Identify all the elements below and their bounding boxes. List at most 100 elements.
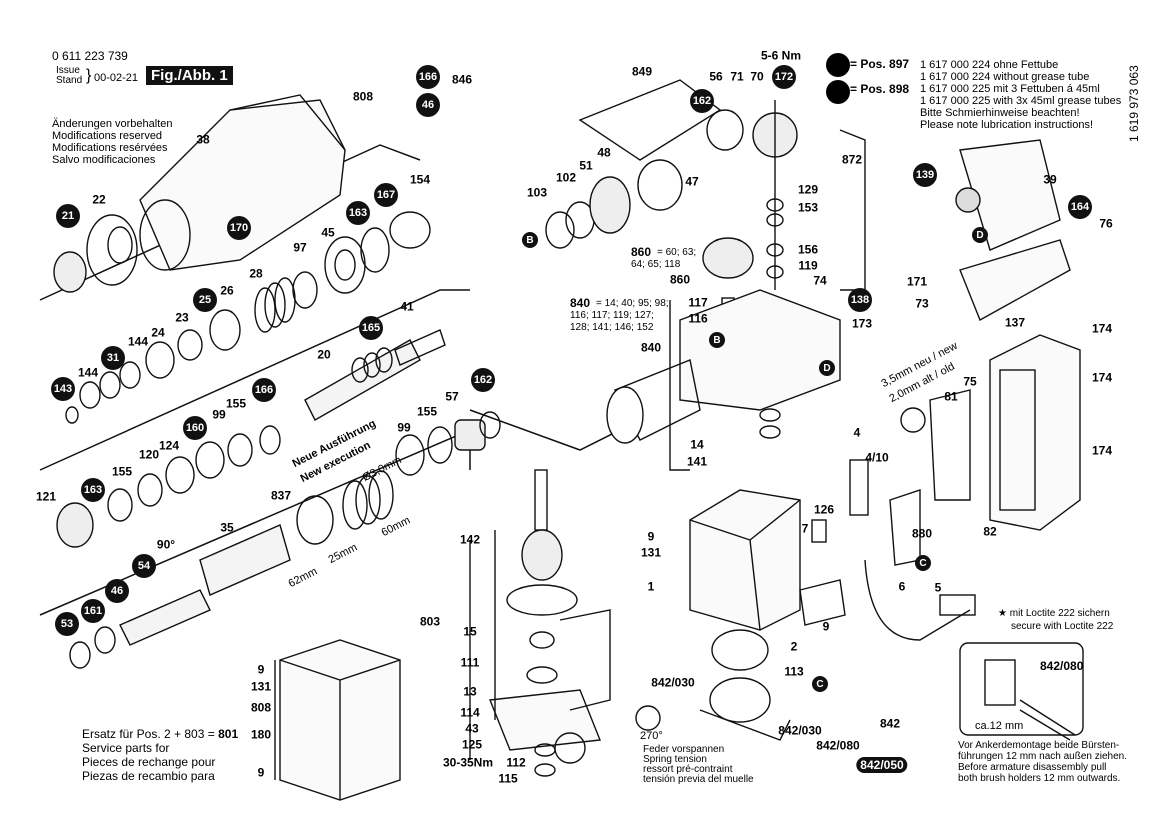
part-label: 163 xyxy=(346,201,370,225)
part-label: 53 xyxy=(55,612,79,636)
loctite-note: secure with Loctite 222 xyxy=(1011,621,1114,632)
spring-angle: 270° xyxy=(640,730,663,742)
cap-21 xyxy=(53,251,87,293)
group-840-list: 116; 117; 119; 127; xyxy=(570,310,654,321)
part-label: 124 xyxy=(158,438,180,453)
part-label: 90° xyxy=(156,537,176,552)
lubrication-line: 1 617 000 224 ohne Fettube xyxy=(920,59,1059,71)
part-label: 115 xyxy=(498,771,518,786)
part-label: 43 xyxy=(465,721,479,736)
part-label: 76 xyxy=(1099,216,1113,231)
part-label: 31 xyxy=(101,346,125,370)
part-label: 99 xyxy=(397,420,411,435)
part-label: 171 xyxy=(906,274,928,289)
brace: } xyxy=(86,67,92,84)
part-label: 144 xyxy=(127,334,149,349)
part-label: 131 xyxy=(640,545,662,560)
part-label: 163 xyxy=(81,478,105,502)
part-label: 808 xyxy=(352,89,374,104)
loctite-note: ★ mit Loctite 222 sichern xyxy=(998,608,1110,619)
part-label: 102 xyxy=(555,170,577,185)
part-label: 113 xyxy=(784,664,804,679)
brush-holder-inset xyxy=(959,642,1084,741)
service-line: Service parts for xyxy=(82,741,170,755)
part-label: 4 xyxy=(853,425,861,440)
part-label: 24 xyxy=(151,325,165,340)
part-label: 872 xyxy=(841,152,863,167)
part-label: 849 xyxy=(631,64,653,79)
spring-note-line: Spring tension xyxy=(643,754,707,765)
part-label: 154 xyxy=(409,172,431,187)
part-label: 880 xyxy=(911,526,933,541)
reference-letter: C xyxy=(915,555,931,571)
part-label: 81 xyxy=(944,389,958,404)
part-label: 41 xyxy=(400,299,414,314)
lubrication-line: 1 617 000 225 with 3x 45ml grease tubes xyxy=(920,95,1122,107)
part-label: 9 xyxy=(822,619,830,634)
spring-note-line: ressort pré-contraint xyxy=(643,764,733,775)
part-label: 39 xyxy=(1043,172,1057,187)
part-label: 73 xyxy=(915,296,929,311)
part-label: 842/080 xyxy=(816,738,860,753)
part-label: 5 xyxy=(934,580,942,595)
part-label: 20 xyxy=(317,347,331,362)
part-label: 9 xyxy=(647,529,655,544)
group-860-list: = 60; 63; xyxy=(657,247,697,258)
part-label: 51 xyxy=(579,158,593,173)
part-label: 155 xyxy=(111,464,133,479)
brush-note-line: Before armature disassembly pull xyxy=(958,762,1107,773)
part-label: 15 xyxy=(463,624,477,639)
part-label: 30-35Nm xyxy=(442,755,494,770)
part-label: 5-6 Nm xyxy=(760,48,802,63)
reference-letter: D xyxy=(819,360,835,376)
lubrication-line: Please note lubrication instructions! xyxy=(920,119,1094,131)
part-label: 71 xyxy=(730,69,744,84)
part-label: 156 xyxy=(797,242,819,257)
part-label: 56 xyxy=(709,69,723,84)
part-label: 144 xyxy=(77,365,99,380)
group-840-list: 128; 141; 146; 152 xyxy=(570,322,654,333)
modifications-es: Salvo modificaciones xyxy=(52,154,156,166)
part-label: 162 xyxy=(690,89,714,113)
group-860-list: 64; 65; 118 xyxy=(631,259,681,270)
part-label: 139 xyxy=(913,163,937,187)
part-label: 75 xyxy=(963,374,977,389)
pos-897: = Pos. 897 xyxy=(850,57,910,71)
part-label: 46 xyxy=(105,579,129,603)
document-number: 1 619 973 063 xyxy=(1127,65,1141,142)
brush-note-line: Vor Ankerdemontage beide Bürsten- xyxy=(958,740,1120,751)
lubrication-line: 1 617 000 224 without grease tube xyxy=(920,71,1090,83)
pos-898: = Pos. 898 xyxy=(850,82,910,96)
part-label: 166 xyxy=(252,378,276,402)
gear-housing-38 xyxy=(139,94,346,271)
service-line: Pieces de rechange pour xyxy=(82,755,216,769)
part-label: 119 xyxy=(798,258,818,273)
part-label: 28 xyxy=(249,266,263,281)
part-label: 173 xyxy=(851,316,873,331)
part-label: 97 xyxy=(293,240,307,255)
part-label: 166 xyxy=(416,65,440,89)
part-label: 161 xyxy=(81,599,105,623)
part-label: 4/10 xyxy=(865,450,889,465)
part-label: 13 xyxy=(463,684,477,699)
part-label: 99 xyxy=(212,407,226,422)
part-label: 120 xyxy=(138,447,160,462)
part-label: 155 xyxy=(225,396,247,411)
part-label: 167 xyxy=(374,183,398,207)
part-label: 138 xyxy=(848,288,872,312)
group-840-list: = 14; 40; 95; 98; xyxy=(596,298,669,309)
part-label: 57 xyxy=(445,389,459,404)
stand-label: Stand xyxy=(56,75,83,86)
part-label: 155 xyxy=(416,404,438,419)
intermediate-shaft-assembly xyxy=(545,79,866,331)
part-label: 48 xyxy=(597,145,611,160)
part-label: 137 xyxy=(1004,315,1026,330)
modifications-de: Änderungen vorbehalten xyxy=(52,118,173,130)
lubrication-line: 1 617 000 225 mit 3 Fettuben á 45ml xyxy=(920,83,1100,95)
rings xyxy=(56,211,501,669)
part-label: 9 xyxy=(257,662,265,677)
part-label: 47 xyxy=(685,174,699,189)
brush-ref: 842/080 xyxy=(1040,659,1084,673)
